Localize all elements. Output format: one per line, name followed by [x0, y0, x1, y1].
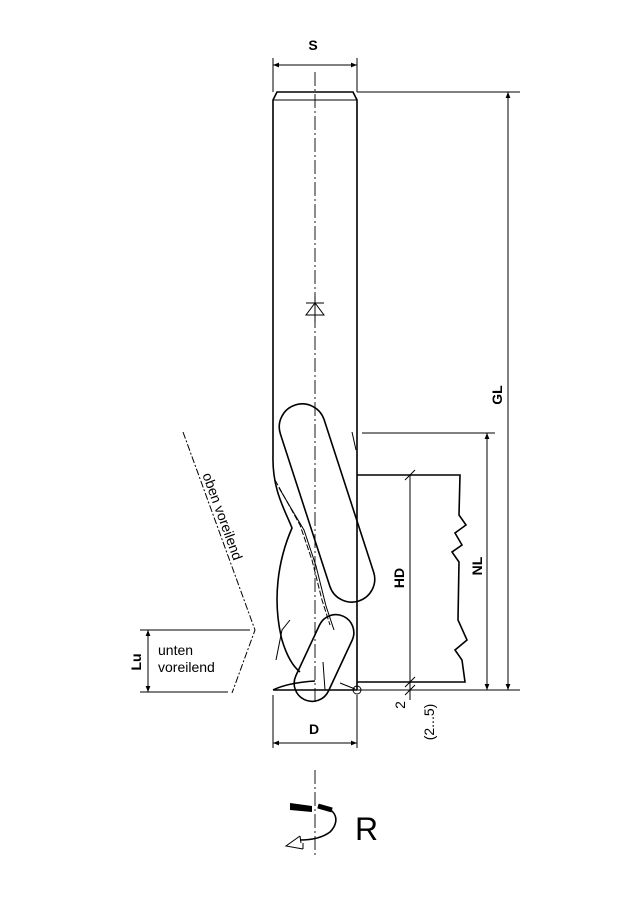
shank	[272, 91, 358, 690]
label-s: S	[308, 37, 317, 53]
label-rotation-direction: R	[355, 811, 378, 847]
dimension-nl: NL	[362, 432, 495, 690]
cutting-flutes	[272, 403, 376, 703]
leading-indicator: oben voreilend	[182, 431, 256, 694]
label-lower-leading-1: unten	[158, 642, 193, 658]
dimension-s: S	[272, 37, 358, 92]
dimension-d: D	[272, 695, 358, 748]
tolerance-symbol-icon	[305, 296, 325, 322]
label-d: D	[309, 721, 319, 737]
label-upper-leading: oben voreilend	[199, 470, 245, 562]
dimension-lu: Lu unten voreilend	[128, 629, 250, 693]
label-lower-leading-2: voreilend	[158, 659, 215, 675]
label-offset-range: (2...5)	[421, 704, 437, 741]
rotation-arrow-icon	[284, 803, 337, 850]
label-lu: Lu	[128, 653, 144, 670]
dimension-gl: GL	[357, 91, 520, 691]
label-offset: 2	[392, 701, 408, 709]
label-gl: GL	[489, 385, 505, 405]
label-hd: HD	[391, 568, 407, 588]
dimension-hd: HD 2 (2...5)	[391, 469, 437, 741]
workpiece	[357, 474, 468, 683]
label-nl: NL	[469, 556, 485, 575]
